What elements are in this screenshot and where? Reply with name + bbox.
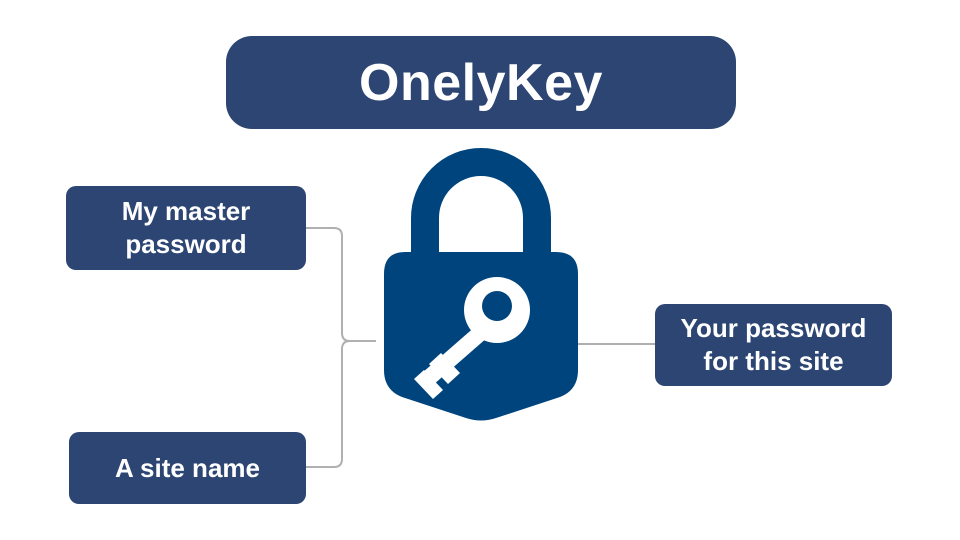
connector-master-to-lock [306, 227, 376, 342]
key-icon [414, 277, 530, 399]
padlock-shackle [411, 148, 551, 262]
output-box-site-password: Your password for this site [655, 304, 892, 386]
site-name-label: A site name [115, 452, 260, 483]
connector-lines [306, 227, 655, 468]
input-box-site-name: A site name [69, 432, 306, 504]
site-password-label: Your password for this site [680, 313, 867, 376]
input-box-master-password: My master password [66, 186, 306, 270]
key-ring-hole [482, 291, 512, 321]
title-banner: OnelyKey [226, 36, 736, 129]
app-title: OnelyKey [359, 53, 603, 112]
connector-site-to-lock [306, 340, 351, 468]
master-password-label: My master password [121, 196, 251, 259]
